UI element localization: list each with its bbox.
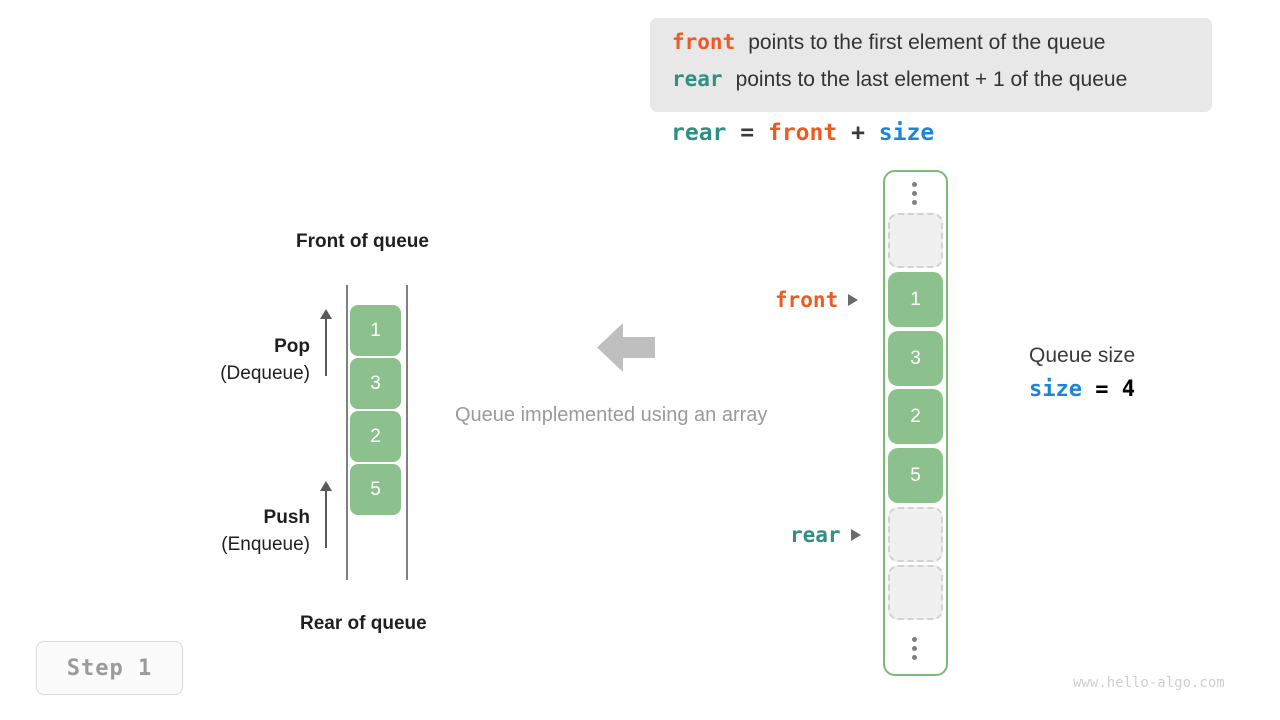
legend-description-rear: points to the last element + 1 of the qu… (735, 68, 1128, 91)
legend-description-front: points to the first element of the queue (748, 31, 1106, 54)
formula-lhs: rear (671, 120, 727, 146)
array-slot: 1 (888, 272, 943, 327)
array-slot: 3 (888, 331, 943, 386)
push-operation-label: Push (Enqueue) (140, 507, 310, 556)
legend-keyword-front: front (672, 30, 736, 54)
queue-size-note: Queue size size = 4 (1029, 344, 1135, 402)
formula-equals: = (740, 120, 755, 146)
pop-subtitle: (Dequeue) (220, 363, 310, 384)
watermark: www.hello-algo.com (1073, 675, 1225, 691)
formula-rhs-front: front (767, 120, 838, 146)
rear-formula: rear = front + size (671, 120, 934, 146)
queue-size-title: Queue size (1029, 344, 1136, 367)
pop-arrow-icon (320, 309, 332, 376)
formula-rhs-size: size (878, 120, 935, 146)
pointer-triangle-icon (850, 529, 861, 541)
queue-cell: 1 (350, 305, 401, 356)
step-badge: Step 1 (36, 641, 183, 695)
pointer-legend-box: front points to the first element of the… (650, 18, 1212, 112)
array-slot (888, 507, 943, 562)
vertical-ellipsis-icon (911, 637, 917, 660)
queue-rail-left (346, 285, 348, 580)
array-slot (888, 213, 943, 268)
push-title: Push (263, 507, 310, 528)
legend-line-rear: rear points to the last element + 1 of t… (672, 67, 1192, 104)
formula-plus: + (851, 120, 865, 146)
rear-pointer-label: rear (790, 523, 841, 547)
pop-operation-label: Pop (Dequeue) (140, 336, 310, 385)
front-pointer-label: front (775, 288, 839, 312)
array-slot: 5 (888, 448, 943, 503)
front-of-queue-label: Front of queue (296, 231, 429, 252)
queue-cell: 3 (350, 358, 401, 409)
front-pointer: front (775, 288, 859, 312)
diagram-caption: Queue implemented using an array (455, 404, 768, 426)
size-keyword: size (1029, 377, 1082, 402)
rear-of-queue-label: Rear of queue (300, 613, 427, 634)
pointer-triangle-icon (848, 294, 859, 306)
legend-keyword-rear: rear (672, 67, 723, 91)
queue-cell: 2 (350, 411, 401, 462)
pop-title: Pop (274, 336, 310, 357)
array-slot (888, 565, 943, 620)
size-equals: = (1095, 377, 1109, 402)
array-slot: 2 (888, 389, 943, 444)
rear-pointer: rear (790, 523, 861, 547)
vertical-ellipsis-icon (911, 182, 917, 205)
queue-size-expression: size = 4 (1029, 377, 1135, 402)
legend-line-front: front points to the first element of the… (672, 30, 1192, 67)
size-value: 4 (1121, 377, 1135, 402)
arrow-left-icon (597, 323, 655, 372)
push-arrow-icon (320, 481, 332, 548)
queue-cell: 5 (350, 464, 401, 515)
queue-rail-right (406, 285, 408, 580)
push-subtitle: (Enqueue) (221, 534, 310, 555)
